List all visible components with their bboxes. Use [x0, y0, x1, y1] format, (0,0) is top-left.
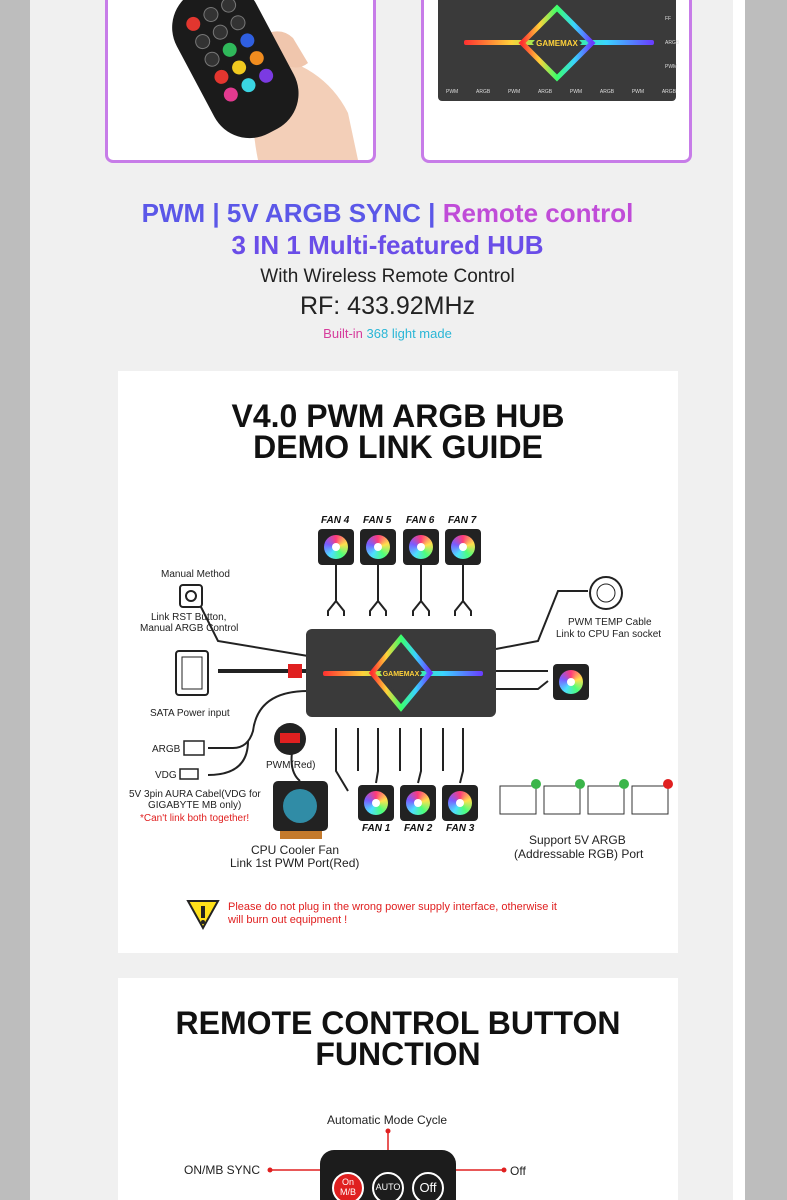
port-label: ARGB	[537, 89, 553, 95]
fan-6-icon	[403, 529, 439, 565]
hub-side-labels: FF ARGB PWM	[665, 7, 680, 79]
off-button[interactable]: Off	[419, 1180, 437, 1195]
argb-label: ARGB	[152, 744, 181, 755]
guide-title-line-1: V4.0 PWM ARGB HUB	[231, 398, 565, 434]
fan-1-label: FAN 1	[362, 823, 391, 834]
support-argb-label-1: Support 5V ARGB	[529, 833, 626, 847]
fan-5-label: FAN 5	[363, 515, 392, 526]
headline-line-3: With Wireless Remote Control	[260, 266, 515, 287]
port-label: PWM	[507, 89, 521, 95]
fan-2-label: FAN 2	[404, 823, 433, 834]
headline-line-1: PWM | 5V ARGB SYNC | Remote control	[30, 198, 745, 229]
pwm-temp-label-2: Link to CPU Fan socket	[556, 629, 662, 640]
aura-label-2: GIGABYTE MB only)	[148, 800, 242, 811]
side-label: ARGB	[665, 40, 680, 46]
fan-5-icon	[360, 529, 396, 565]
port-label: PWM	[569, 89, 583, 95]
remote-buttons-diagram	[267, 1128, 507, 1200]
warning-line-1: Please do not plug in the wrong power su…	[228, 901, 557, 913]
product-page: GAMEMAX PWM ARGB PWM ARGB PWM ARGB PWM A…	[30, 0, 745, 1200]
support-argb-label-2: (Addressable RGB) Port	[514, 847, 644, 861]
auto-cycle-label: Automatic Mode Cycle	[327, 1113, 448, 1127]
btn-on-label: On	[341, 1177, 354, 1187]
fan-2-icon	[400, 785, 436, 821]
fan-1-icon	[358, 785, 394, 821]
port-label: PWM	[446, 89, 459, 95]
warning-line-2: will burn out equipment !	[228, 914, 348, 926]
pwm-red-label: PWM(Red)	[266, 760, 316, 771]
fan-7-icon	[445, 529, 481, 565]
fan-4-icon	[318, 529, 354, 565]
on-mb-sync-label: ON/MB SYNC	[184, 1163, 261, 1177]
headline-protocols: PWM | 5V ARGB SYNC |	[141, 198, 436, 228]
right-edge-strip	[733, 0, 745, 1200]
guide-hub-brand: GAMEMAX	[383, 671, 420, 678]
sata-label: SATA Power input	[150, 708, 230, 719]
cant-link-warning: *Can't link both together!	[140, 813, 250, 824]
on-mb-button[interactable]: On M/B	[333, 1177, 363, 1197]
headline-remote: Remote control	[442, 198, 634, 228]
cpu-cooler-label-1: CPU Cooler Fan	[251, 843, 340, 857]
fan-7-label: FAN 7	[448, 515, 477, 526]
btn-mb-label: M/B	[339, 1187, 356, 1197]
cpu-cooler-label-2: Link 1st PWM Port(Red)	[230, 856, 360, 870]
remote-title-line-2: FUNCTION	[315, 1036, 481, 1072]
remote-hand-image	[172, 0, 358, 160]
port-label: ARGB	[661, 89, 676, 95]
fan-3-label: FAN 3	[446, 823, 475, 834]
headline-line-5: Built-in 368 light made	[30, 326, 745, 341]
aura-label-1: 5V 3pin AURA Cabel(VDG for	[129, 789, 261, 800]
remote-photo-card	[105, 0, 376, 163]
hub-image: GAMEMAX	[438, 0, 676, 101]
pwm-fan-icon	[553, 664, 589, 700]
auto-button[interactable]: AUTO	[375, 1182, 401, 1192]
guide-title-line-2: DEMO LINK GUIDE	[253, 429, 543, 465]
off-label: Off	[510, 1164, 526, 1178]
link-rst-label-1: Link RST Button,	[151, 612, 227, 623]
warning-text: Please do not plug in the wrong power su…	[228, 901, 557, 927]
remote-title-line-1: REMOTE CONTROL BUTTON	[175, 1005, 621, 1041]
port-label: ARGB	[476, 89, 491, 95]
light-count-label: 368 light made	[366, 326, 452, 341]
fan-3-icon	[442, 785, 478, 821]
port-label: ARGB	[599, 89, 615, 95]
pwm-temp-label-1: PWM TEMP Cable	[568, 617, 652, 628]
side-label: PWM	[665, 64, 678, 70]
builtin-label: Built-in	[323, 326, 363, 341]
remote-function-panel: REMOTE CONTROL BUTTON FUNCTION Automatic…	[118, 978, 678, 1200]
wiring-diagram: GAMEMAX	[175, 563, 673, 931]
manual-method-label: Manual Method	[161, 569, 230, 580]
vdg-label: VDG	[155, 770, 177, 781]
hub-photo-card: GAMEMAX PWM ARGB PWM ARGB PWM ARGB PWM A…	[421, 0, 692, 163]
headline-line-2: 3 IN 1 Multi-featured HUB	[231, 230, 544, 260]
port-label: PWM	[631, 89, 645, 95]
headline-frequency: RF: 433.92MHz	[299, 292, 476, 320]
hub-port-labels: PWM ARGB PWM ARGB PWM ARGB PWM ARGB	[446, 89, 676, 95]
side-label: FF	[665, 16, 672, 22]
link-rst-label-2: Manual ARGB Control	[140, 623, 239, 634]
demo-link-guide-panel: V4.0 PWM ARGB HUB DEMO LINK GUIDE	[118, 371, 678, 953]
hub-brand-label: GAMEMAX	[536, 39, 578, 48]
fan-4-label: FAN 4	[321, 515, 350, 526]
fan-6-label: FAN 6	[406, 515, 435, 526]
